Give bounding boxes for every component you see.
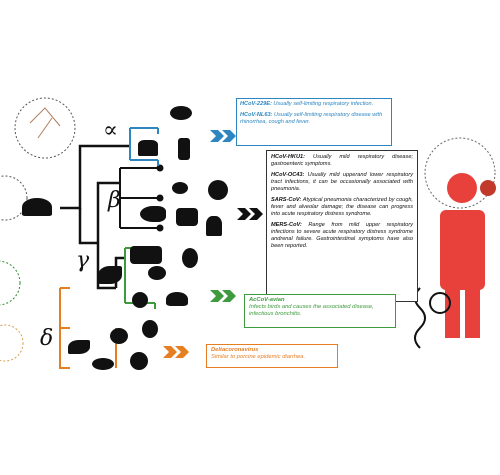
mers-cov-desc: Range from mild upper respiratory infect… — [271, 222, 413, 249]
pangolin-silhouette — [140, 206, 166, 222]
delta-virus-name: Deltacoronavirus — [211, 347, 259, 353]
virus-particle-bottom — [0, 324, 24, 362]
arrow-gamma — [210, 290, 236, 302]
hcov-hku1-name: HCoV-HKU1: — [271, 154, 305, 160]
bird-silhouette — [110, 328, 128, 344]
gut-icon — [414, 287, 451, 349]
hcov-oc43-desc: Usually mild upperand lower respiratory … — [271, 172, 413, 192]
virus-particle-lower — [0, 260, 21, 306]
hcov-229e-desc: Usually self-limiting respiratory infect… — [271, 101, 374, 107]
human-figure — [440, 173, 485, 338]
chicken-silhouette — [142, 320, 158, 338]
sparrow-delta-silhouette — [68, 340, 90, 354]
phylogenetic-tree — [0, 97, 496, 369]
camel-silhouette — [138, 140, 158, 156]
pig-delta-silhouette — [92, 358, 114, 370]
hcov-229e-name: HCoV-229E: — [240, 101, 272, 107]
figure-panel: ∝ β γ δ HCoV-229E: Usually self-limiting… — [0, 88, 500, 384]
alpha-info-box: HCoV-229E: Usually self-limiting respira… — [236, 98, 392, 146]
turkey-silhouette — [130, 352, 148, 370]
genus-alpha-label: ∝ — [103, 118, 118, 143]
virus-particle-top — [14, 97, 76, 159]
duck-silhouette — [148, 266, 166, 280]
arrow-delta — [163, 346, 189, 358]
delta-info-box: Deltacoronavirus Similar to porcine epid… — [206, 344, 338, 368]
gamma-virus-desc: Infects birds and causes the associated … — [249, 304, 374, 318]
beta-info-box: HCoV-HKU1: Usually mild respiratory dise… — [266, 150, 418, 302]
hcov-nl63-name: HCoV-NL63: — [240, 112, 273, 119]
genus-gamma-label: γ — [76, 248, 90, 273]
hcov-nl63-desc: Usually self-limiting respiratory diseas… — [240, 112, 383, 126]
llama-silhouette — [178, 138, 190, 160]
gamma-info-box: AcCoV-avian Infects birds and causes the… — [244, 294, 396, 328]
arrow-beta — [237, 208, 263, 220]
rabbit-silhouette — [132, 292, 148, 308]
delta-virus-desc: Similar to porcine epidemic diarrhea. — [211, 354, 306, 361]
cat-silhouette — [206, 216, 222, 236]
armadillo-silhouette — [166, 292, 188, 306]
gamma-virus-name: AcCoV-avian — [249, 297, 285, 303]
arrow-alpha — [210, 130, 236, 142]
rat-silhouette — [172, 182, 188, 194]
pig-silhouette — [170, 106, 192, 120]
squirrel-silhouette — [182, 248, 198, 268]
hcov-hku1-desc: Usually mild respiratory disease; gastro… — [271, 154, 413, 167]
eagle-silhouette — [98, 266, 122, 284]
genus-beta-label: β — [108, 188, 121, 213]
dog-silhouette — [176, 208, 198, 226]
raccoon-silhouette — [208, 180, 228, 200]
mers-cov-name: MERS-CoV: — [271, 222, 302, 228]
bat-silhouette — [22, 198, 52, 216]
virus-particle-middle — [0, 175, 28, 221]
sars-cov-desc: Atypical pneumonia characterized by coug… — [271, 197, 413, 217]
genus-delta-label: δ — [40, 326, 54, 351]
cow-silhouette — [130, 246, 162, 264]
sars-cov-name: SARS-CoV: — [271, 197, 302, 203]
virus-particle-human — [424, 137, 496, 209]
hcov-oc43-name: HCoV-OC43: — [271, 172, 305, 178]
